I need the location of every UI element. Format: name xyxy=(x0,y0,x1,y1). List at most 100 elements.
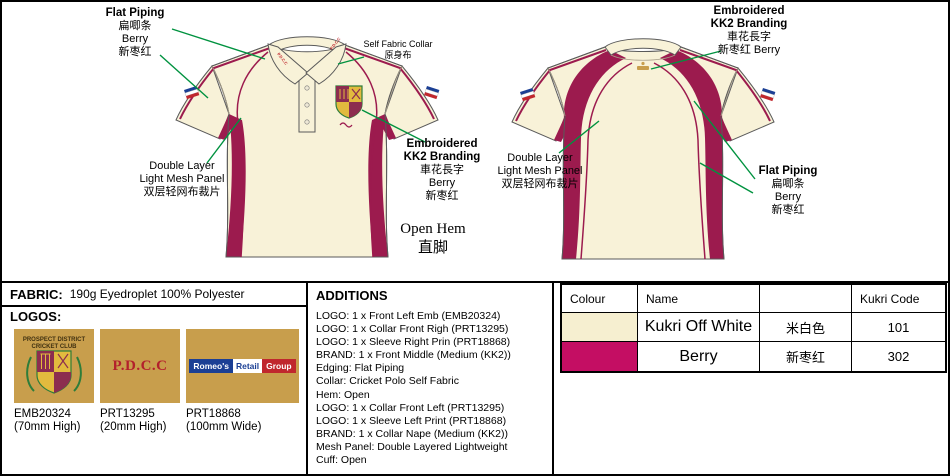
laurel-right xyxy=(73,356,82,392)
note-line: 原身布 xyxy=(384,50,412,60)
logo-code-caption: PRT18868 xyxy=(186,408,241,420)
colour-chinese-name: 米白色 xyxy=(760,313,852,342)
swatch-berry xyxy=(562,342,638,371)
colour-table-row: Berry 新枣红 302 xyxy=(562,342,945,371)
nape-brand-mark xyxy=(637,61,649,70)
logos-title: LOGOS: xyxy=(10,309,62,324)
colour-table-row: Kukri Off White 米白色 101 xyxy=(562,313,945,342)
addition-line: BRAND: 1 x Front Middle (Medium (KK2)) xyxy=(316,349,511,362)
addition-line: Collar: Cricket Polo Self Fabric xyxy=(316,375,459,388)
header-chinese-name xyxy=(760,285,852,313)
club-crest-logo: PROSPECT DISTRICT CRICKET CLUB xyxy=(23,337,86,394)
note-line: 新枣红 Berry xyxy=(717,44,781,56)
button xyxy=(304,102,310,108)
right-sleeve-print xyxy=(760,88,776,102)
addition-line: LOGO: 1 x Collar Front Righ (PRT13295) xyxy=(316,323,509,336)
header-colour: Colour xyxy=(562,285,638,313)
crest-banner-line1: PROSPECT DISTRICT xyxy=(23,337,86,343)
colour-name: Berry xyxy=(638,342,760,371)
note-line: Berry xyxy=(774,191,802,203)
addition-line: Mesh Panel: Double Layered Lightweight xyxy=(316,440,508,453)
note-line: 車花長字 xyxy=(727,31,771,43)
header-name: Name xyxy=(638,285,760,313)
fabric-row: FABRIC: 190g Eyedroplet 100% Polyester xyxy=(2,283,306,307)
armhole-seam xyxy=(547,67,566,117)
note-line: Berry xyxy=(121,33,149,45)
note-line: Double Layer xyxy=(149,160,215,172)
addition-line: LOGO: 1 x Sleeve Left Print (PRT18868) xyxy=(316,414,507,427)
logo-size-caption: (20mm High) xyxy=(100,421,167,433)
romeos-segment: Romeo's xyxy=(189,358,233,374)
shoulder-piping xyxy=(679,49,771,122)
romeos-retail-group-logo: Romeo's Retail Group xyxy=(189,358,296,374)
front-flat-piping-note: Flat Piping 扁唧条 Berry 新枣红 xyxy=(85,7,185,59)
front-crest-emblem xyxy=(335,85,363,119)
logos-panel: LOGOS: PROSPECT DISTRICT CRICKET CLUB P.… xyxy=(2,307,306,474)
front-mesh-panel-note: Double Layer Light Mesh Panel 双层轻网布裁片 xyxy=(126,160,238,199)
horizontal-divider xyxy=(2,281,948,283)
crest-banner-line2: CRICKET CLUB xyxy=(32,344,78,350)
self-fabric-collar-note: Self Fabric Collar 原身布 xyxy=(348,39,448,61)
note-line: Embroidered xyxy=(406,138,478,150)
logo-size-caption: (100mm Wide) xyxy=(186,421,262,433)
open-hem-note: Open Hem 直脚 xyxy=(392,220,474,258)
pdcc-text-logo: P.D.C.C xyxy=(112,357,168,374)
front-embroidered-note: Embroidered KK2 Branding 車花長字 Berry 新枣红 xyxy=(396,138,488,203)
addition-line: Edging: Flat Piping xyxy=(316,362,405,375)
kk2-brand-mark xyxy=(339,122,353,128)
addition-line: BRAND: 1 x Collar Nape (Medium (KK2)) xyxy=(316,427,508,440)
left-sleeve-print xyxy=(520,87,536,102)
fabric-label: FABRIC: xyxy=(10,286,63,302)
note-line: KK2 Branding xyxy=(710,18,788,30)
back-flat-piping-note: Flat Piping 扁唧条 Berry 新枣红 xyxy=(749,165,827,217)
note-line: 直脚 xyxy=(417,240,448,256)
laurel-left xyxy=(26,356,35,392)
note-line: KK2 Branding xyxy=(403,151,481,163)
logo-prt18868-tile: Romeo's Retail Group xyxy=(186,329,299,403)
note-line: 双层轻网布裁片 xyxy=(501,178,579,190)
logo-size-caption: (70mm High) xyxy=(14,421,81,433)
logo-code-caption: PRT13295 xyxy=(100,408,155,420)
colour-name: Kukri Off White xyxy=(638,313,760,342)
addition-line: Cuff: Open xyxy=(316,454,367,467)
note-line: 車花長字 xyxy=(420,164,464,176)
note-line: Flat Piping xyxy=(758,165,818,177)
retail-segment: Retail xyxy=(232,358,263,374)
back-embroidered-note: Embroidered KK2 Branding 車花長字 新枣红 Berry xyxy=(699,5,799,57)
armhole-seam xyxy=(211,65,230,115)
back-mesh-panel-note: Double Layer Light Mesh Panel 双层轻网布裁片 xyxy=(484,152,596,191)
additions-title: ADDITIONS xyxy=(316,288,388,303)
collar-left-point xyxy=(267,43,309,85)
right-sleeve-print xyxy=(424,86,440,100)
note-line: Self Fabric Collar xyxy=(363,39,433,49)
swatch-off-white xyxy=(562,313,638,342)
addition-line: LOGO: 1 x Front Left Emb (EMB20324) xyxy=(316,310,501,322)
shoulder-piping xyxy=(343,47,435,120)
addition-line: LOGO: 1 x Sleeve Right Prin (PRT18868) xyxy=(316,336,511,349)
colour-code: 101 xyxy=(852,313,945,342)
header-kukri-code: Kukri Code xyxy=(852,285,945,313)
note-line: Embroidered xyxy=(713,5,785,17)
collar-right-point xyxy=(305,43,347,85)
note-line: Flat Piping xyxy=(105,7,165,19)
button xyxy=(304,85,310,91)
logo-prt13295-tile: P.D.C.C xyxy=(100,329,180,403)
additions-panel: ADDITIONS LOGO: 1 x Front Left Emb (EMB2… xyxy=(306,283,554,474)
colour-table-header-row: Colour Name Kukri Code xyxy=(562,285,945,313)
note-line: 双层轻网布裁片 xyxy=(143,186,221,198)
additions-list: LOGO: 1 x Front Left Emb (EMB20324) LOGO… xyxy=(316,310,546,467)
colour-table: Colour Name Kukri Code Kukri Off White 米… xyxy=(560,283,947,373)
note-line: 新枣红 xyxy=(425,190,459,202)
note-line: 扁唧条 xyxy=(771,178,805,190)
note-line: 新枣红 xyxy=(118,46,152,58)
colour-code: 302 xyxy=(887,349,910,364)
note-line: 新枣红 xyxy=(771,204,805,216)
front-shirt-illustration: P.D.C.C P.D.C.C xyxy=(175,36,440,258)
group-segment: Group xyxy=(262,358,296,374)
note-line: Berry xyxy=(428,177,456,189)
addition-line: Hem: Open xyxy=(316,388,370,401)
back-left-panel xyxy=(562,50,626,259)
note-line: Double Layer xyxy=(507,152,573,164)
logo-emb20324-tile: PROSPECT DISTRICT CRICKET CLUB xyxy=(14,329,94,403)
